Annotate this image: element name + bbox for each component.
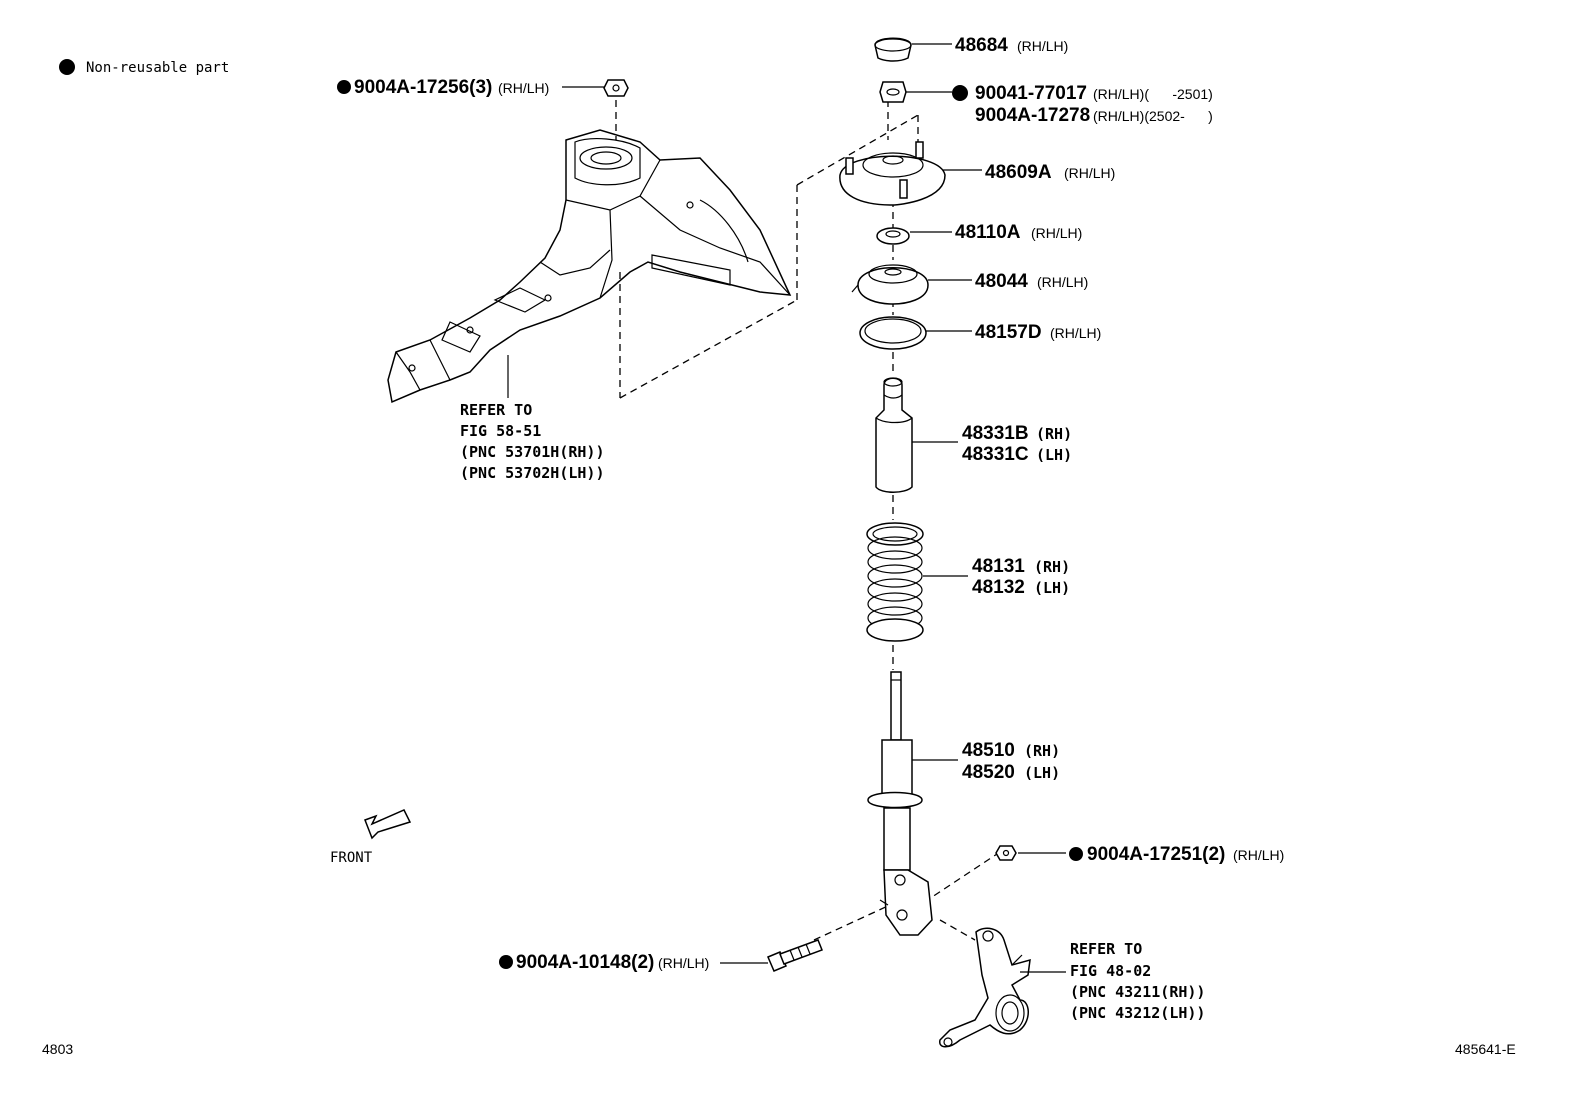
refer-line: (PNC 43212(LH)) [1070, 1004, 1205, 1022]
seat-48044 [851, 264, 929, 305]
bumper-48331 [875, 377, 913, 493]
body-apron-structure [387, 129, 792, 404]
refer-line: FIG 58-51 [460, 422, 541, 440]
non-reusable-marker-icon [59, 59, 75, 75]
part-side: (RH/LH) [1233, 847, 1284, 863]
part-side: (RH) [1024, 742, 1060, 760]
part-number: 48609A [985, 162, 1052, 183]
part-number: 48331C [962, 444, 1029, 465]
legend-text: Non-reusable part [86, 60, 229, 76]
part-number: 9004A-17256(3) [354, 77, 492, 98]
shock-absorber-48510 [867, 671, 933, 936]
coil-spring-48131 [866, 522, 924, 642]
nut-9004a-17256 [603, 79, 629, 97]
part-number: 48510 [962, 740, 1015, 761]
part-side: (LH) [1034, 579, 1070, 597]
insulator-48157d [859, 316, 927, 350]
label-9004a-17278: 9004A-17278 (RH/LH)(2502- ) [975, 105, 1213, 126]
front-arrow-icon [364, 809, 412, 840]
part-number: 48110A [955, 222, 1021, 243]
label-48684: 48684 (RH/LH) [955, 35, 1068, 56]
part-side: (RH/LH)( -2501) [1093, 86, 1213, 102]
part-number: 48132 [972, 577, 1025, 598]
refer-line: (PNC 43211(RH)) [1070, 983, 1205, 1001]
part-number: 9004A-17278 [975, 105, 1090, 126]
part-number: 90041-77017 [975, 83, 1087, 104]
support-48609a [839, 141, 946, 206]
refer-line: (PNC 53702H(LH)) [460, 464, 605, 482]
figure-code-right: 485641-E [1455, 1041, 1516, 1057]
refer-line: FIG 48-02 [1070, 962, 1151, 980]
non-reusable-marker-icon [499, 955, 513, 969]
leader-lines [562, 43, 1066, 973]
non-reusable-marker-icon [952, 85, 968, 101]
part-number: 9004A-10148(2) [516, 952, 654, 973]
nut-9004a-17251 [995, 845, 1017, 861]
label-48157d: 48157D (RH/LH) [975, 322, 1101, 343]
part-side: (RH/LH) [498, 80, 549, 96]
part-side: (RH/LH) [1017, 38, 1068, 54]
label-9004a-10148: 9004A-10148(2) (RH/LH) [499, 952, 709, 973]
cap-48684 [874, 37, 912, 62]
part-side: (RH/LH) [1037, 274, 1088, 290]
label-48331: 48331B (RH) 48331C (LH) [962, 423, 1072, 465]
part-side: (LH) [1024, 764, 1060, 782]
refer-line: REFER TO [460, 401, 532, 419]
part-side: (RH/LH) [1064, 165, 1115, 181]
label-9004a-17251: 9004A-17251(2) (RH/LH) [1069, 844, 1284, 865]
label-48609a: 48609A (RH/LH) [985, 162, 1115, 183]
legend: Non-reusable part [59, 59, 229, 76]
label-48110a: 48110A (RH/LH) [955, 222, 1082, 243]
refer-line: REFER TO [1070, 940, 1142, 958]
part-number: 48044 [975, 271, 1028, 292]
bearing-48110a [876, 227, 910, 245]
front-label: FRONT [330, 850, 373, 866]
label-48044: 48044 (RH/LH) [975, 271, 1088, 292]
part-number: 48684 [955, 35, 1008, 56]
part-side: (LH) [1036, 446, 1072, 464]
bolt-9004a-10148 [767, 939, 823, 972]
label-48510: 48510 (RH) 48520 (LH) [962, 740, 1060, 783]
label-90041-77017: 90041-77017 (RH/LH)( -2501) [952, 83, 1213, 104]
refer-knuckle-note: REFER TO FIG 48-02 (PNC 43211(RH)) (PNC … [1070, 940, 1205, 1022]
part-number: 48131 [972, 556, 1025, 577]
figure-code-left: 4803 [42, 1041, 73, 1057]
part-number: 48331B [962, 423, 1029, 444]
refer-line: (PNC 53701H(RH)) [460, 443, 605, 461]
part-number: 9004A-17251(2) [1087, 844, 1225, 865]
nut-90041-77017 [879, 81, 907, 103]
part-side: (RH) [1034, 558, 1070, 576]
front-direction-indicator: FRONT [330, 809, 412, 866]
part-side: (RH/LH) [1050, 325, 1101, 341]
label-48131: 48131 (RH) 48132 (LH) [972, 556, 1070, 598]
refer-body-note: REFER TO FIG 58-51 (PNC 53701H(RH)) (PNC… [460, 401, 605, 482]
part-side: (RH/LH)(2502- ) [1093, 108, 1213, 124]
non-reusable-marker-icon [1069, 847, 1083, 861]
non-reusable-marker-icon [337, 80, 351, 94]
part-number: 48520 [962, 762, 1015, 783]
part-number: 48157D [975, 322, 1042, 343]
part-side: (RH) [1036, 425, 1072, 443]
part-side: (RH/LH) [658, 955, 709, 971]
part-side: (RH/LH) [1031, 225, 1082, 241]
label-9004a-17256: 9004A-17256(3) (RH/LH) [337, 77, 549, 98]
steering-knuckle [939, 927, 1031, 1048]
